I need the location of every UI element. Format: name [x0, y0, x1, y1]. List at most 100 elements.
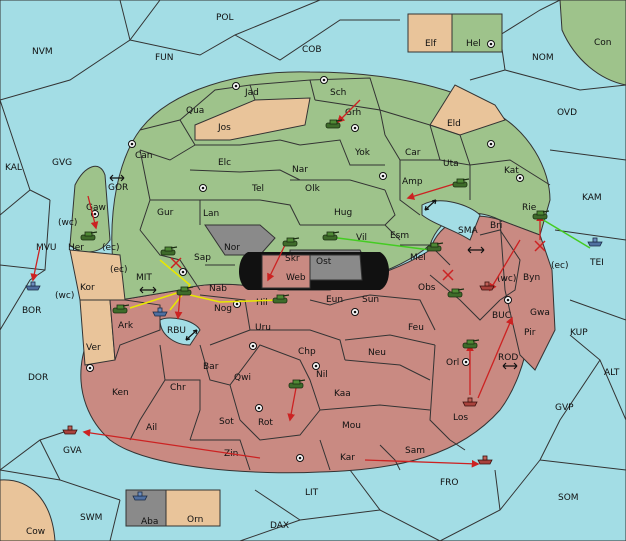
label-ovd: OVD	[557, 108, 577, 118]
label-her: Her	[68, 243, 84, 253]
label-lit: LIT	[305, 488, 319, 498]
province-ark[interactable]	[109, 299, 161, 361]
label-vil: Vil	[356, 233, 367, 243]
support-lines	[129, 217, 591, 311]
province-gaw[interactable]	[69, 165, 111, 253]
label-tei: TEI	[589, 258, 604, 268]
label-fun: FUN	[155, 53, 174, 63]
label-ver: Ver	[86, 343, 101, 353]
label-orl: Orl	[446, 358, 459, 368]
label-cow: Cow	[26, 527, 45, 537]
label-bor: BOR	[22, 306, 41, 316]
label-pir: Pir	[524, 328, 536, 338]
label-dor: DOR	[28, 373, 48, 383]
label-elc: Elc	[218, 158, 231, 168]
label-gor: GOR	[108, 183, 128, 193]
label-byn: Byn	[523, 273, 540, 283]
province-sma[interactable]	[421, 200, 481, 241]
province-orn[interactable]	[165, 489, 221, 527]
label-can: Can	[135, 151, 153, 161]
label-uta: Uta	[443, 159, 459, 169]
label-ail: Ail	[146, 423, 157, 433]
label-feu: Feu	[408, 323, 424, 333]
label-neu: Neu	[368, 348, 386, 358]
passage-markers	[109, 174, 518, 370]
label-mel: Mel	[410, 253, 426, 263]
province-nor[interactable]	[204, 224, 276, 256]
label-kam: KAM	[582, 193, 602, 203]
label-kup: KUP	[570, 328, 588, 338]
label-ost: Ost	[316, 257, 332, 267]
label-esm: Esm	[390, 231, 409, 241]
label-jos: Jos	[217, 123, 231, 133]
label-gur: Gur	[157, 208, 174, 218]
label-her-wc: (wc)	[58, 218, 77, 228]
label-gvp: GVP	[555, 403, 574, 413]
province-ver[interactable]	[79, 299, 116, 366]
province-borders	[129, 77, 551, 471]
label-chr: Chr	[170, 383, 186, 393]
label-grh: Grh	[345, 108, 361, 118]
label-rie: Rie	[522, 203, 537, 213]
label-qua: Qua	[186, 106, 204, 116]
label-rbu: RBU	[167, 326, 186, 336]
supply-centers	[86, 40, 524, 462]
label-sma: SMA	[458, 226, 478, 236]
label-kat: Kat	[504, 166, 519, 176]
label-chp: Chp	[298, 347, 316, 357]
province-kor[interactable]	[69, 249, 126, 301]
label-eld: Eld	[447, 119, 461, 129]
label-sch: Sch	[330, 88, 346, 98]
label-rod: ROD	[498, 353, 518, 363]
label-mou: Mou	[342, 421, 361, 431]
label-rot: Rot	[258, 418, 273, 428]
label-nom: NOM	[532, 53, 554, 63]
label-amp: Amp	[402, 177, 423, 187]
province-ost-inner[interactable]	[309, 254, 363, 281]
label-aba: Aba	[141, 517, 158, 527]
label-sam: Sam	[405, 446, 425, 456]
label-skr: Skr	[285, 254, 300, 264]
province-labels: POL NVM FUN COB NOM Con Elf Hel OVD KAL …	[5, 13, 620, 537]
label-nar: Nar	[292, 165, 308, 175]
label-buc: BUC	[492, 311, 511, 321]
province-elf[interactable]	[407, 13, 453, 53]
label-orn: Orn	[187, 515, 203, 525]
label-alt: ALT	[604, 368, 620, 378]
label-los: Los	[453, 413, 468, 423]
label-som: SOM	[558, 493, 579, 503]
label-her-ec: (ec)	[102, 243, 120, 253]
label-jad: Jad	[244, 88, 259, 98]
label-kar: Kar	[340, 453, 355, 463]
label-hil: Hil	[256, 298, 268, 308]
label-kaa: Kaa	[334, 389, 351, 399]
label-swm: SWM	[80, 513, 102, 523]
label-elf: Elf	[425, 39, 437, 49]
label-pol: POL	[216, 13, 234, 23]
label-gvg: GVG	[52, 158, 72, 168]
label-hel: Hel	[466, 39, 481, 49]
label-qwi: Qwi	[234, 373, 251, 383]
label-nog: Nog	[214, 304, 232, 314]
label-nil: Nil	[316, 370, 328, 380]
label-mvu: MVU	[36, 243, 57, 253]
label-ark: Ark	[118, 321, 134, 331]
label-olk: Olk	[305, 184, 321, 194]
failed-order-marks	[170, 240, 546, 281]
label-web: Web	[286, 273, 306, 283]
label-car: Car	[405, 148, 421, 158]
label-con: Con	[594, 38, 612, 48]
label-sap: Sap	[194, 253, 211, 263]
label-tel: Tel	[251, 184, 264, 194]
label-obs: Obs	[418, 283, 436, 293]
label-gwa: Gwa	[530, 308, 550, 318]
label-dax: DAX	[270, 521, 289, 531]
label-gva: GVA	[63, 446, 83, 456]
label-kor: Kor	[80, 283, 95, 293]
province-rbu[interactable]	[159, 317, 201, 346]
label-cob: COB	[302, 45, 322, 55]
label-kal: KAL	[5, 163, 22, 173]
label-ken: Ken	[112, 388, 129, 398]
